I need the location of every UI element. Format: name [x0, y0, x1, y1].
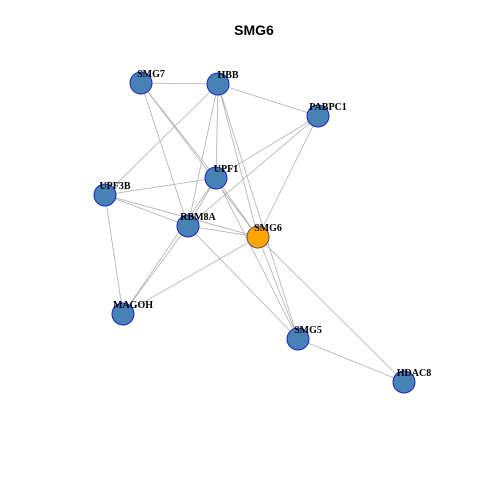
node-circle [306, 104, 330, 128]
edge-upf3b-rbm8a [104, 194, 189, 227]
node-label: HBB [217, 70, 238, 81]
edge-smg7-smg6 [140, 82, 259, 238]
edge-upf1-upf3b [104, 177, 217, 196]
diagram-title: SMG6 [234, 22, 274, 38]
edge-smg6-smg5 [257, 236, 299, 340]
node-label: UPF1 [214, 164, 238, 175]
node-label: MAGOH [113, 300, 153, 311]
node-circle [176, 214, 200, 238]
node-circle [111, 302, 135, 326]
edge-rbm8a-smg5 [187, 225, 299, 340]
node-upf1: UPF1 [204, 164, 238, 190]
edge-upf1-smg6 [215, 177, 259, 238]
edge-hbb-upf3b [104, 83, 219, 196]
node-pabpc1: PABPC1 [306, 102, 347, 128]
edge-smg6-hdac8 [257, 236, 405, 383]
edge-smg5-hdac8 [297, 338, 405, 383]
edge-upf3b-magoh [104, 194, 124, 315]
node-circle [392, 370, 416, 394]
edge-pabpc1-smg6 [257, 115, 319, 238]
node-label: SMG7 [137, 69, 165, 80]
node-label: HDAC8 [397, 368, 431, 379]
node-circle [246, 225, 270, 249]
node-smg5: SMG5 [286, 325, 322, 351]
node-circle [93, 183, 117, 207]
node-rbm8a: RBM8A [176, 212, 217, 238]
edge-upf3b-smg6 [104, 194, 259, 238]
node-label: RBM8A [180, 212, 216, 223]
node-smg7: SMG7 [129, 69, 165, 95]
edge-hbb-smg5 [217, 83, 299, 340]
node-hdac8: HDAC8 [392, 368, 431, 394]
node-smg6: SMG6 [246, 223, 282, 249]
node-upf3b: UPF3B [93, 181, 131, 207]
edge-hbb-upf1 [215, 83, 219, 179]
node-circle [204, 166, 228, 190]
edge-upf1-smg5 [215, 177, 299, 340]
node-hbb: HBB [206, 70, 239, 96]
edge-rbm8a-magoh [122, 225, 189, 315]
edge-layer [104, 82, 405, 383]
node-circle [286, 327, 310, 351]
edge-rbm8a-smg6 [187, 225, 259, 238]
node-label: SMG5 [294, 325, 322, 336]
edge-pabpc1-rbm8a [187, 115, 319, 227]
node-label: SMG6 [254, 223, 282, 234]
node-magoh: MAGOH [111, 300, 153, 326]
edge-smg7-rbm8a [140, 82, 189, 227]
node-label: UPF3B [99, 181, 130, 192]
node-circle [206, 72, 230, 96]
edge-hbb-smg6 [217, 83, 259, 238]
node-label: PABPC1 [309, 102, 347, 113]
edge-hbb-pabpc1 [217, 83, 319, 117]
node-circle [129, 71, 153, 95]
edge-pabpc1-upf1 [215, 115, 319, 179]
edge-hbb-rbm8a [187, 83, 219, 227]
edge-upf1-magoh [122, 177, 217, 315]
edge-smg7-hbb [140, 82, 219, 85]
edge-smg6-magoh [122, 236, 259, 315]
